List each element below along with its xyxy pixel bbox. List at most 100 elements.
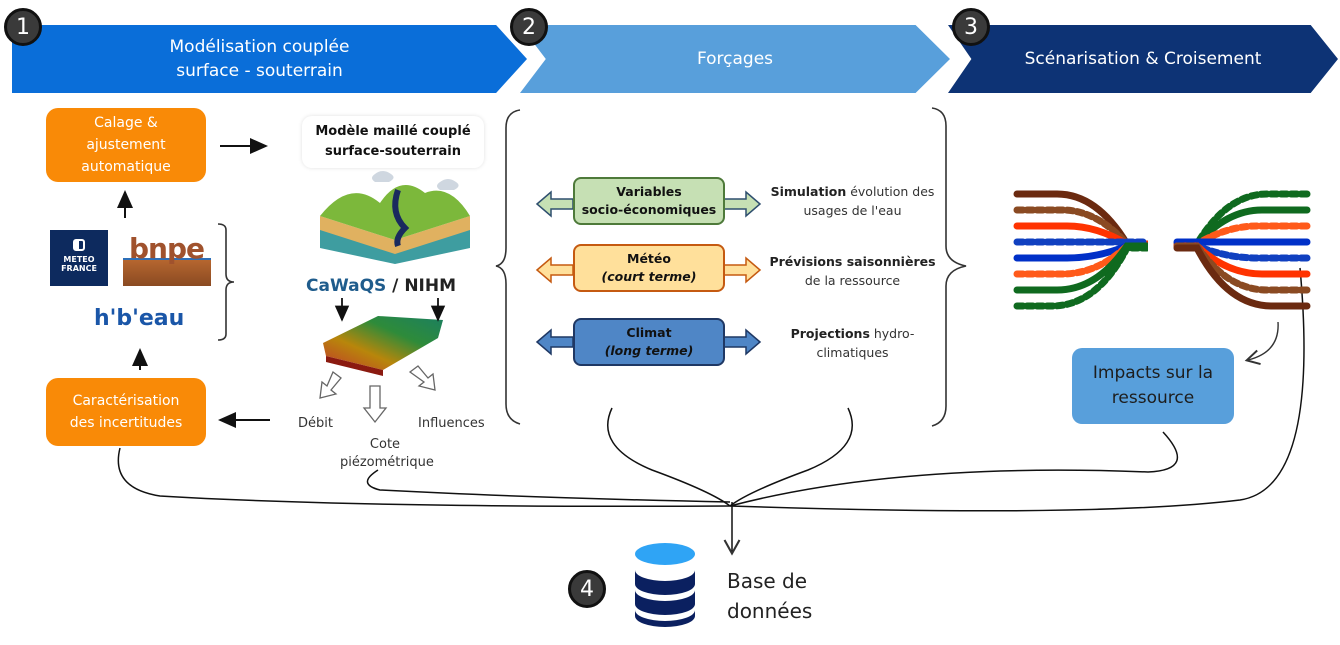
double-arrow-left-climat [535,328,574,356]
database-label-line2: données [727,599,813,623]
meteo-france-icon [73,239,85,251]
curve-from-forcages-left [607,407,731,507]
meteo-france-logo: METEO FRANCE [50,230,108,286]
impacts-line1: Impacts sur la [1092,363,1214,383]
output-cote: Cote piézométrique [340,436,434,472]
impacts-line2: ressource [1111,388,1195,408]
meteo-france-line2: FRANCE [61,264,97,273]
mesh-side [326,356,383,376]
double-arrow-right-climat [723,328,762,356]
output-cote-line1: Cote [369,437,401,452]
step-3-title: Scénarisation & Croisement [1024,49,1262,69]
forcing-desc-socio-line2: usages de l'eau [803,203,902,218]
calage-line1: Calage & [94,115,158,131]
forcing-meteo-title: Météo [627,251,671,266]
forcing-desc-climat-rest: hydro- [869,326,915,341]
curve-from-forcages-right [729,407,853,507]
curve-from-croisement [729,267,1305,512]
impacts-box: Impacts sur la ressource [1072,348,1234,424]
double-arrow-right-meteo [723,256,762,284]
output-debit: Débit [298,416,333,431]
calage-line3: automatique [81,159,171,175]
cable-brown [1013,190,1151,248]
software-label: CaWaQS / NIHM [306,276,456,296]
cables-illustration [1013,184,1311,314]
forcages-right-brace [931,107,967,427]
step-1-title-line2: surface - souterrain [176,61,343,81]
forcages-left-brace [495,109,521,425]
cawaqs-logo: CaWaQS [306,276,387,296]
step-2-number-badge: 2 [510,8,548,46]
calage-line2: ajustement [86,137,166,153]
step-1-title-line1: Modélisation couplée [169,37,350,57]
mesh-model-illustration [323,316,443,376]
step-3-banner: Scénarisation & Croisement [948,25,1338,93]
database-disk-1 [635,570,695,595]
cable-gap [1148,184,1160,314]
hubeau-text: h'b'eau [94,306,185,331]
database-disk-3 [635,610,695,627]
forcing-desc-meteo: Prévisions saisonnières de la ressource [760,252,945,290]
curve-from-cote [366,469,731,503]
convergence-lines [117,267,1305,556]
step-1-number-badge: 1 [4,8,42,46]
model-title-line2: surface-souterrain [324,144,461,159]
software-separator: / [386,276,405,296]
forcing-box-socio: Variables socio-économiques [573,177,725,225]
double-arrow-right-socio [723,190,762,218]
output-cote-line2: piézométrique [340,455,434,470]
forcing-desc-meteo-line2: de la ressource [804,273,901,288]
forcing-desc-socio: Simulation évolution des usages de l'eau [760,182,945,220]
watershed-illustration [320,171,470,264]
incertitudes-box: Caractérisation des incertitudes [46,378,206,446]
arrow-croisement-to-impacts [1244,321,1279,366]
forcing-meteo-subtitle: (court terme) [601,269,697,284]
curve-from-impacts [729,431,1179,507]
database-label-line1: Base de [727,569,808,593]
forcing-desc-climat-line2: climatiques [816,345,889,360]
model-title-line1: Modèle maillé couplé [315,124,471,139]
step-1-banner: Modélisation couplée surface - souterrai… [12,25,527,93]
curve-from-incertitudes [117,447,731,508]
hollow-arrow-debit [319,370,342,399]
logos-bracket [217,223,235,341]
cloud-icon [437,179,459,190]
step-4-number-badge: 4 [568,570,606,608]
meteo-france-line1: METEO [63,255,95,264]
step-3-number-badge: 3 [952,8,990,46]
forcing-box-meteo: Météo (court terme) [573,244,725,292]
cable-green-striped [1173,190,1311,248]
hollow-arrow-cote [362,385,388,424]
forcing-desc-climat-bold: Projections [790,326,870,341]
bnpe-logo: bnpe [123,230,211,286]
forcing-desc-socio-bold: Simulation [770,184,847,199]
model-title-box: Modèle maillé couplé surface-souterrain [302,116,484,168]
watershed-river [392,189,410,248]
forcing-climat-title: Climat [626,325,672,340]
forcing-socio-title: Variables [616,184,682,199]
nihm-label: NIHM [404,276,457,296]
double-arrow-left-socio [535,190,574,218]
incertitudes-line2: des incertitudes [69,415,183,431]
cable-green-striped [1013,244,1151,310]
bnpe-text: bnpe [129,232,205,265]
hubeau-logo: h'b'eau [94,306,184,342]
forcing-desc-climat: Projections hydro- climatiques [760,324,945,362]
forcing-desc-socio-rest: évolution des [846,184,935,199]
forcing-box-climat: Climat (long terme) [573,318,725,366]
database-icon [635,543,695,627]
database-disk-2 [635,590,695,615]
hollow-arrow-influences [408,365,436,391]
double-arrow-left-meteo [535,256,574,284]
database-top [635,543,695,565]
cable-brown [1173,244,1311,310]
forcing-desc-meteo-bold: Prévisions saisonnières [769,254,936,269]
mesh-surface [323,316,443,370]
database-label: Base de données [727,566,812,626]
calage-box: Calage & ajustement automatique [46,108,206,182]
watershed-water-layer [320,228,470,264]
step-2-title: Forçages [696,49,774,69]
forcing-socio-subtitle: socio-économiques [581,202,717,217]
forcing-climat-subtitle: (long terme) [604,343,694,358]
